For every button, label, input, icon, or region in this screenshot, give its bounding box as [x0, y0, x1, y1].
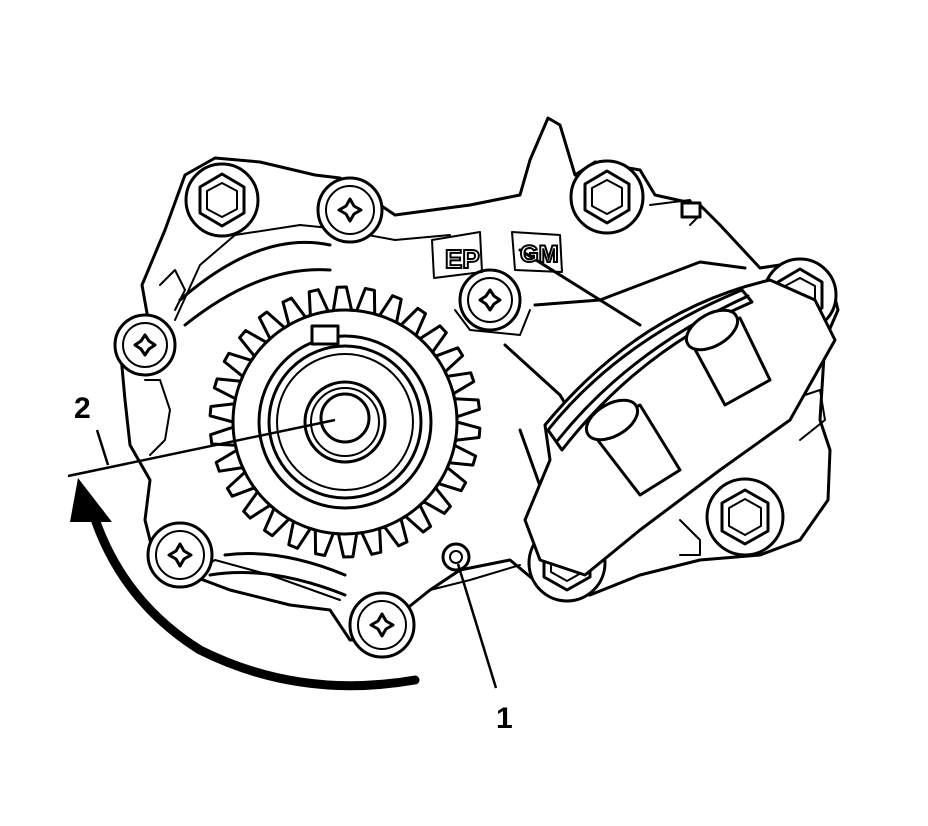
- pump-shaft: [303, 380, 387, 464]
- callout-leaders: [67, 418, 498, 689]
- tensioner-pad: [684, 308, 772, 407]
- torx-bolt-icon: [348, 591, 416, 659]
- torx-bolt-icon: [113, 313, 177, 377]
- tensioner-pad: [584, 398, 682, 497]
- torx-bolt-icon: [458, 268, 522, 332]
- housing-marks: EP GM: [431, 231, 563, 279]
- hex-bolt-icon: [705, 477, 785, 557]
- leader-line-2-tail: [95, 429, 110, 466]
- torx-bolt-icon: [146, 521, 214, 589]
- leader-line-1: [456, 563, 498, 689]
- alignment-hole: [441, 542, 471, 572]
- torx-bolt-icon: [316, 176, 384, 244]
- hex-bolt-icon: [569, 159, 645, 235]
- callout-label-1: 1: [496, 702, 513, 735]
- callout-label-2: 2: [74, 392, 91, 425]
- rotation-arrow: [70, 478, 420, 691]
- tensioner-arm: [523, 278, 837, 577]
- gm-logo-mark: GM: [520, 241, 559, 268]
- hex-bolt-icon: [184, 162, 260, 238]
- ep-mark: EP: [445, 244, 480, 274]
- arrow-head-icon: [70, 478, 112, 522]
- leader-line-2: [67, 418, 336, 478]
